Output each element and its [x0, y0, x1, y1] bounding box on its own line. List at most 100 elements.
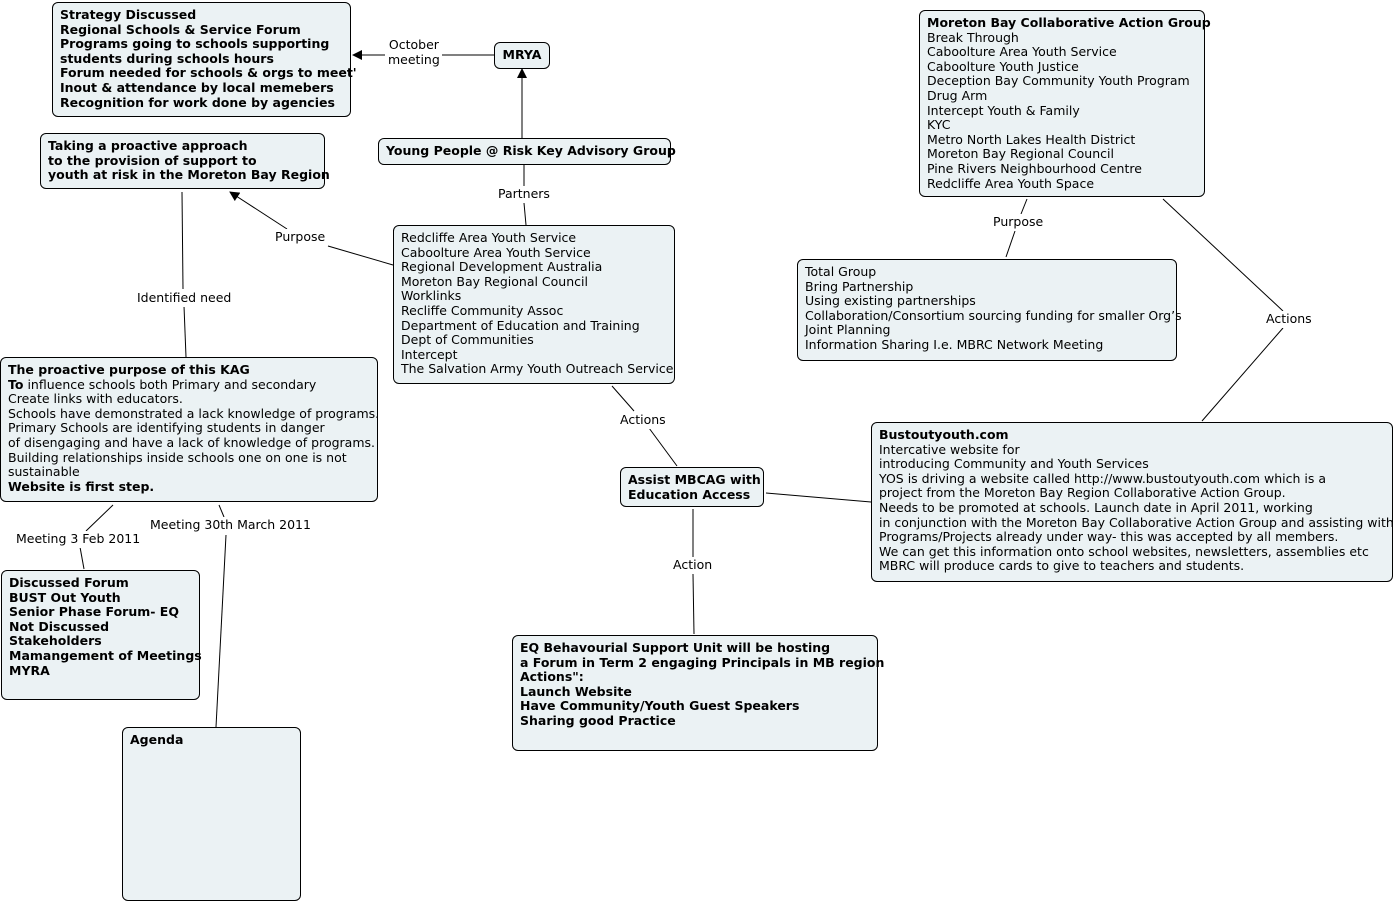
- node-line: Primary Schools are identifying students…: [8, 420, 325, 436]
- link-mbcag-bustout-a: [1162, 198, 1284, 312]
- node-line: Not Discussed: [9, 618, 110, 634]
- label-identified-need: Identified need: [135, 290, 234, 307]
- node-line: Moreton Bay Collaborative Action Group: [927, 15, 1211, 30]
- node-line: to the provision of support to: [48, 152, 257, 168]
- node-agenda[interactable]: Agenda: [122, 727, 301, 901]
- node-line: Metro North Lakes Health District: [927, 131, 1136, 147]
- node-line: Building relationships inside schools on…: [8, 449, 347, 465]
- node-line: Intercative website for: [879, 441, 1020, 457]
- label-partners: Partners: [496, 186, 552, 203]
- link-partners-proactive-b: [229, 191, 288, 230]
- link-kag-agenda-b: [215, 534, 227, 728]
- label-actions-center: Actions: [618, 412, 668, 429]
- node-line: Regional Schools & Service Forum: [60, 21, 301, 37]
- node-line: Moreton Bay Regional Council: [927, 146, 1114, 162]
- node-line: Break Through: [927, 29, 1019, 45]
- node-eq[interactable]: EQ Behavourial Support Unit will be host…: [512, 635, 885, 751]
- node-line: of disengaging and have a lack of knowle…: [8, 434, 375, 450]
- label-purpose-left: Purpose: [273, 229, 328, 246]
- node-line: Bring Partnership: [805, 278, 914, 294]
- node-line: Inout & attendance by local memebers: [60, 79, 334, 95]
- node-line: Worklinks: [401, 288, 462, 304]
- node-line: Programs/Projects already under way- thi…: [879, 529, 1339, 545]
- node-line: Total Group: [805, 264, 877, 279]
- node-line: Caboolture Area Youth Service: [927, 44, 1117, 60]
- link-identified-b: [183, 305, 187, 358]
- node-line-bold-prefix: To: [8, 376, 24, 392]
- node-line: Actions":: [520, 669, 584, 685]
- node-line: Senior Phase Forum- EQ: [9, 604, 179, 620]
- node-line: MBRC will produce cards to give to teach…: [879, 558, 1245, 574]
- node-line: Intercept Youth & Family: [927, 102, 1080, 118]
- node-line: youth at risk in the Moreton Bay Region: [48, 167, 330, 183]
- node-line: Launch Website: [520, 683, 632, 699]
- node-line: Collaboration/Consortium sourcing fundin…: [805, 307, 1182, 323]
- label-action-down: Action: [671, 557, 715, 574]
- node-line: Caboolture Area Youth Service: [401, 244, 591, 260]
- node-line: Agenda: [130, 732, 184, 747]
- label-october-meeting: October meeting: [386, 37, 442, 69]
- node-line: Young People @ Risk Key Advisory Group: [386, 143, 676, 158]
- node-line: BUST Out Youth: [9, 589, 121, 605]
- link-kag-discussed-b: [79, 546, 85, 570]
- node-line: Sharing good Practice: [520, 712, 676, 728]
- link-mbcag-total-b: [1005, 230, 1016, 258]
- node-line: Joint Planning: [805, 322, 891, 338]
- node-line: Discussed Forum: [9, 575, 129, 590]
- label-actions-right: Actions: [1264, 311, 1314, 328]
- node-line: Caboolture Youth Justice: [927, 58, 1079, 74]
- node-mrya[interactable]: MRYA: [494, 42, 550, 69]
- node-line: YOS is driving a website called http://w…: [879, 470, 1326, 486]
- node-line: Needs to be promoted at schools. Launch …: [879, 499, 1313, 515]
- node-line: Regional Development Australia: [401, 259, 603, 275]
- node-line: Dept of Communities: [401, 332, 534, 348]
- node-line: Mamangement of Meetings: [9, 647, 202, 663]
- node-line: Stakeholders: [9, 633, 102, 649]
- link-kag-agenda-a: [218, 504, 225, 518]
- node-line: Information Sharing I.e. MBRC Network Me…: [805, 336, 1104, 352]
- node-line: KYC: [927, 117, 951, 133]
- link-partners-proactive-a: [327, 245, 394, 266]
- node-line: Forum needed for schools & orgs to meet': [60, 65, 357, 81]
- node-line: Strategy Discussed: [60, 7, 197, 22]
- node-line: introducing Community and Youth Services: [879, 456, 1149, 472]
- node-line: Deception Bay Community Youth Program: [927, 73, 1190, 89]
- link-assist-bustout: [765, 492, 872, 503]
- link-kag-discussed-a: [85, 504, 114, 532]
- node-line: Drug Arm: [927, 87, 988, 103]
- link-assist-eq-b: [692, 573, 695, 635]
- node-line: Redcliffe Area Youth Space: [927, 175, 1095, 191]
- node-line: The Salvation Army Youth Outreach Servic…: [401, 361, 674, 377]
- node-line: Assist MBCAG with: [628, 472, 761, 487]
- node-line: Taking a proactive approach: [48, 138, 248, 153]
- node-line: students during schools hours: [60, 50, 274, 66]
- node-line: To influence schools both Primary and se…: [8, 376, 317, 392]
- node-line: a Forum in Term 2 engaging Principals in…: [520, 654, 885, 670]
- link-mbcag-bustout-b: [1201, 327, 1284, 422]
- node-line: EQ Behavourial Support Unit will be host…: [520, 640, 831, 655]
- node-line: The proactive purpose of this KAG: [8, 362, 250, 377]
- node-kag[interactable]: Young People @ Risk Key Advisory Group: [378, 138, 676, 165]
- node-line: Schools have demonstrated a lack knowled…: [8, 405, 380, 421]
- node-line: MYRA: [9, 662, 50, 678]
- node-line: Redcliffe Area Youth Service: [401, 230, 577, 245]
- node-line: Bustoutyouth.com: [879, 427, 1009, 442]
- node-line: Intercept: [401, 346, 458, 362]
- node-line: sustainable: [8, 464, 80, 480]
- node-line: Recliffe Community Assoc: [401, 302, 564, 318]
- label-meeting-march: Meeting 30th March 2011: [148, 517, 313, 534]
- node-line: in conjunction with the Moreton Bay Coll…: [879, 514, 1394, 530]
- link-identified-a: [181, 191, 184, 290]
- node-line: Moreton Bay Regional Council: [401, 273, 588, 289]
- node-line: Using existing partnerships: [805, 293, 976, 309]
